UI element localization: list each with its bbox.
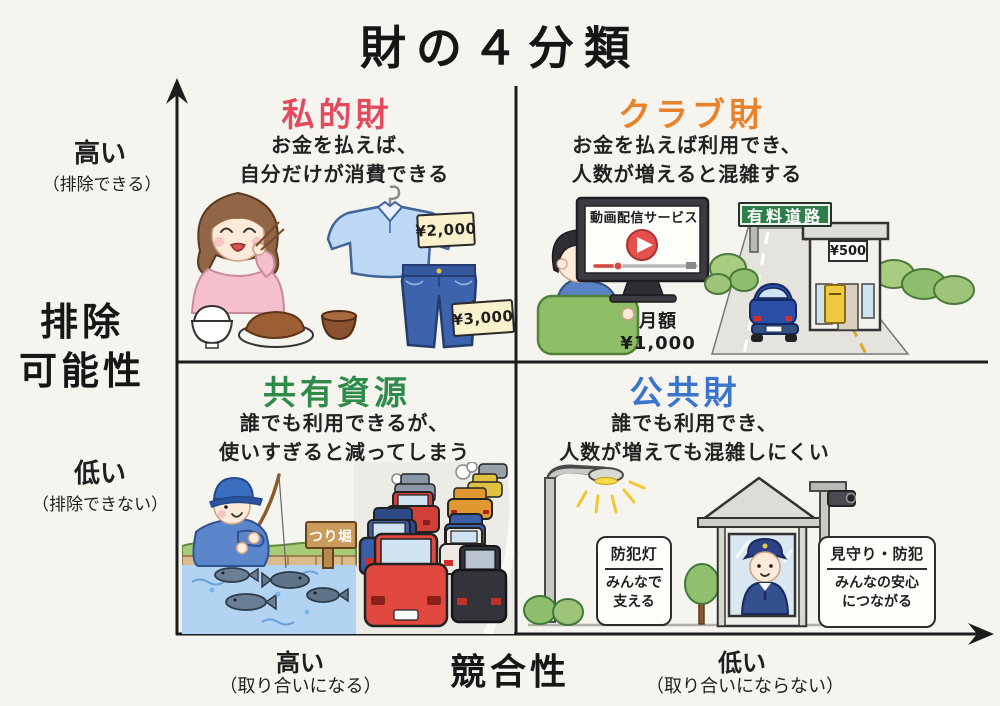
car-rear [363,532,449,628]
fisherman-illustration [192,473,287,569]
quadrant-public-desc: 誰でも利用でき、 人数が増えても混雑しにくい [559,411,830,464]
public-goods-illustration [523,464,862,628]
fishing-pond-sign: つり堀 [305,521,357,549]
fish-icon [225,593,277,611]
light-rays-icon [576,480,646,514]
car-rear [749,282,799,342]
play-icon [626,229,658,261]
bush [552,598,584,626]
security-camera-icon [827,490,857,507]
toll-road-illustration [704,221,975,355]
club-goods-illustration [536,196,975,356]
page-title: 財の４分類 [360,21,640,75]
security-light-box: 防犯灯 みんなで 支える [596,536,672,626]
quadrant-common-name: 共有資源 [263,373,411,412]
fishing-line [278,474,287,569]
police-officer [740,537,790,615]
y-axis-high-label: 高い [73,139,126,169]
y-axis-high-note: （排除できる） [42,175,162,195]
woman-eating-illustration [190,191,286,314]
quadrant-club-name: クラブ財 [618,95,766,134]
x-axis-low-note: （取り合いにならない） [646,676,844,697]
exhaust-puff-icon [455,462,478,480]
tv-illustration [575,196,710,303]
jeans-price-tag: ¥3,000 [450,298,516,338]
shirt-price-tag: ¥2,000 [415,211,477,249]
toll-road-sign: 有料道路 [738,202,832,227]
y-axis-title: 排除 可能性 [18,300,145,394]
fish-icon [261,571,310,589]
meal-illustration [190,304,358,349]
quadrant-private-name: 私的財 [281,95,393,134]
streaming-service-label: 動画配信サービス [589,211,698,226]
roadside-trees [704,253,975,305]
bush [523,595,557,625]
y-axis-arrow-icon [166,78,188,104]
quadrant-common-desc: 誰でも利用できるが、 使いすぎると減ってしまう [219,411,470,464]
common-resources-illustration [182,462,514,634]
fish-icon [306,587,349,603]
monthly-fee-label: 月額 ¥1,000 [620,311,696,354]
x-axis-arrow-icon [968,623,994,645]
traffic-jam-illustration [354,462,514,634]
toll-booth [801,221,890,332]
quadrant-public-name: 公共財 [629,373,741,412]
car-rear [450,545,508,624]
ticket-machine [824,284,846,324]
toll-price-sign: ¥500 [828,240,868,262]
fullscreen-icon [686,262,696,269]
x-axis-high-label: 高い [276,649,324,677]
x-axis-low-label: 低い [718,649,766,677]
y-axis-low-label: 低い [73,459,126,489]
fish-icon [214,567,259,583]
bush [684,563,720,625]
quadrant-club-desc: お金を払えば利用でき、 人数が増えると混雑する [571,133,803,186]
x-axis-title: 競合性 [449,652,570,693]
quadrant-private-desc: お金を払えば、 自分だけが消費できる [239,133,450,186]
x-axis-high-note: （取り合いになる） [219,676,382,697]
y-axis-low-note: （排除できない） [32,495,168,515]
police-box-illustration [697,476,823,628]
watch-over-box: 見守り・防犯 みんなの安心 につながる [818,536,936,628]
sign-post [322,545,334,569]
street-lamp-illustration [523,464,646,626]
